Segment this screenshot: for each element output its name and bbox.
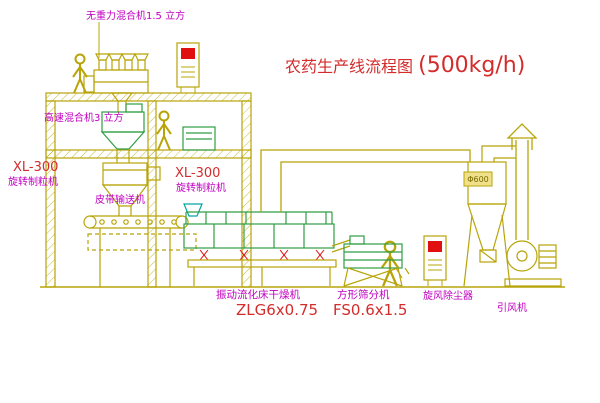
worker-figure-midfloor [156,110,172,151]
worker-figure-roof [72,53,88,94]
high-speed-mixer [100,103,146,163]
induced-draft-fan [504,240,562,287]
dryer-feed-hopper [183,203,203,217]
granulator-left-model-label: XL-300 [13,160,58,175]
belt-conveyor-label: 皮带输送机 [95,193,145,206]
exhaust-duct [260,149,471,212]
square-sieve-label: 方形筛分机 [337,288,390,301]
cyclone-label: 旋风除尘器 [423,289,473,302]
cyclone-separator [463,145,516,287]
cyclone-size-label: Φ600 [467,175,489,184]
panel-box [182,126,216,151]
granulator-left-name-label: 旋转制粒机 [8,175,58,188]
granulator-right-model-label: XL-300 [175,166,220,181]
rotary-granulator [101,162,161,216]
exhaust-stack [506,123,538,240]
diagram-title: 农药生产线流程图 (500kg/h) [285,53,525,78]
granulator-right-name-label: 旋转制粒机 [176,181,226,194]
induced-fan-label: 引风机 [497,301,527,314]
gravity-mixer-label: 无重力混合机1.5 立方 [86,9,185,22]
worker-figure-ground [380,240,400,288]
gravity-mixer [83,53,149,112]
fluid-bed-dryer-model-label: ZLG6x0.75 [236,301,318,319]
square-sieve-model-label: FS0.6x1.5 [333,301,407,319]
fluid-bed-dryer [183,211,351,286]
square-sieve [343,235,410,287]
vibration-springs [199,249,325,261]
cyclone-size-tag: Φ600 [463,171,493,187]
control-cabinet-ground [423,235,447,287]
control-cabinet-roof [176,42,200,94]
belt-conveyor [83,215,197,287]
diagram-title-main: 农药生产线流程图 [285,57,413,76]
diagram-title-capacity: (500kg/h) [418,53,525,78]
fluid-bed-dryer-label: 振动流化床干燥机 [216,288,300,301]
high-speed-mixer-label: 高速混合机3 立方 [44,111,124,124]
